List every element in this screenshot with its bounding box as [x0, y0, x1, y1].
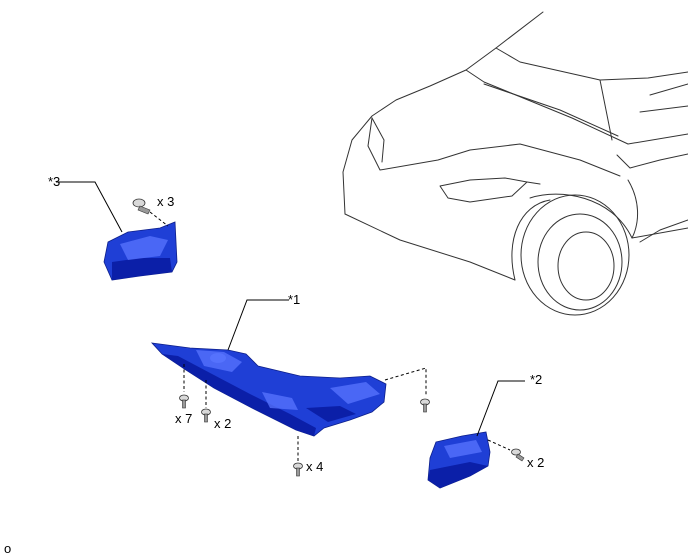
clip-icon: [132, 198, 151, 215]
bolt-icon: [201, 408, 211, 423]
clip-dash-line: [149, 211, 169, 227]
callout-3: *3: [48, 174, 60, 189]
bolt-icon: [179, 394, 189, 409]
vehicle-outline: [342, 11, 688, 316]
part-3-shield: [103, 221, 178, 281]
bolt-icon: [420, 398, 430, 413]
bolt-x2-right-dash-line: [487, 439, 511, 451]
part-1-under-cover: [150, 342, 387, 437]
bolt-icon: [293, 462, 303, 477]
qty-bolt-7: x 7: [175, 411, 192, 426]
callout-2: *2: [530, 372, 542, 387]
qty-bolt-2-right: x 2: [527, 455, 544, 470]
callout-leader-2: [476, 380, 525, 437]
figure-code: o: [4, 541, 11, 556]
bolt-right-dash-line: [384, 367, 427, 396]
callout-leader-3: [56, 181, 123, 233]
qty-bolt-2-left: x 2: [214, 416, 231, 431]
callout-1: *1: [288, 292, 300, 307]
bolt-icon: [511, 448, 525, 462]
qty-bolt-4: x 4: [306, 459, 323, 474]
callout-leader-1: [227, 299, 289, 351]
part-2-shield: [427, 431, 491, 489]
qty-clip-3: x 3: [157, 194, 174, 209]
